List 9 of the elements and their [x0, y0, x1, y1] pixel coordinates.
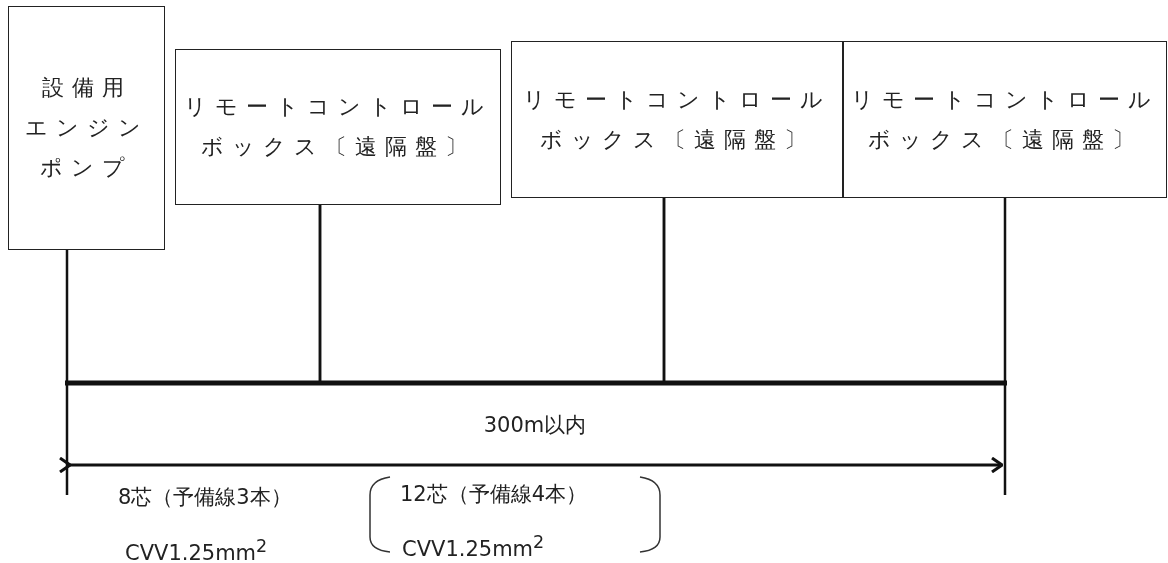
engine-pump-box: 設備用エンジンポンプ [8, 6, 165, 250]
cable-spec-label: 8芯（予備線3本） [118, 484, 292, 510]
dimension-label: 300m以内 [483, 412, 587, 438]
cable-spec-label: 12芯（予備線4本） [400, 481, 588, 507]
remote-control-box: リモートコントロールボックス〔遠隔盤〕 [175, 49, 501, 205]
cable-spec-label: CVV1.25mm$^{2}$ [402, 531, 545, 562]
remote-control-box: リモートコントロールボックス〔遠隔盤〕 [843, 41, 1167, 198]
remote-control-box: リモートコントロールボックス〔遠隔盤〕 [511, 41, 843, 198]
cable-spec-label: CVV1.25mm$^{2}$ [125, 535, 268, 563]
